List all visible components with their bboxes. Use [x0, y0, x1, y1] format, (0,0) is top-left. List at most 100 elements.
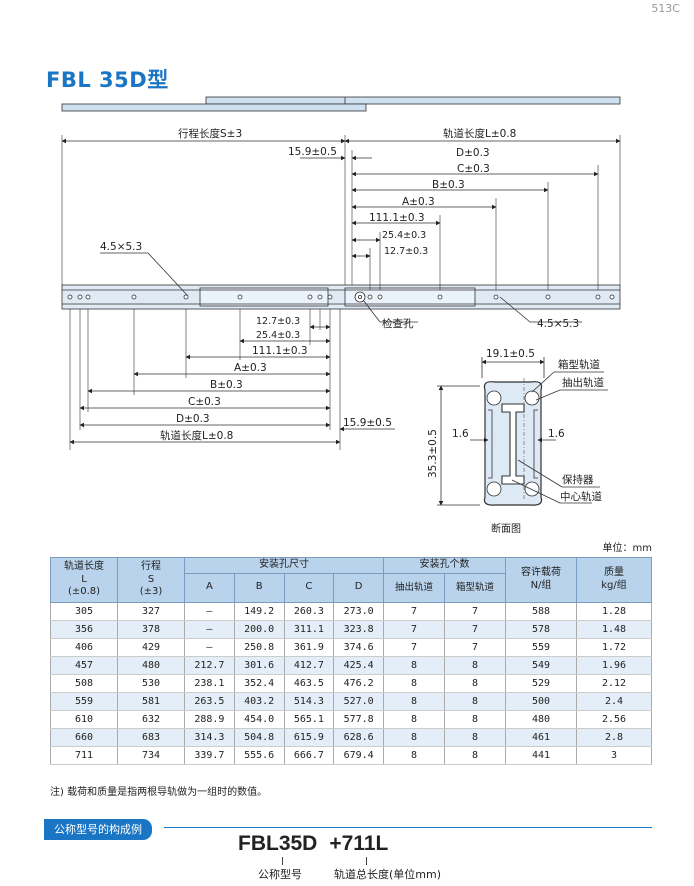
dim-a-bottom: A±0.3 — [234, 362, 267, 374]
table-cell: 339.7 — [184, 746, 235, 765]
table-cell: 314.3 — [184, 728, 235, 747]
dim-c-top: C±0.3 — [457, 163, 490, 175]
table-cell: 500 — [505, 692, 577, 711]
table-cell: 1.48 — [576, 620, 652, 639]
table-cell: 559 — [50, 692, 118, 711]
table-cell: 660 — [50, 728, 118, 747]
table-cell: 288.9 — [184, 710, 235, 729]
table-cell: 7 — [443, 602, 507, 621]
table-cell: 8 — [443, 656, 507, 675]
table-cell: 529 — [505, 674, 577, 693]
th-c: C — [283, 572, 335, 603]
table-cell: 441 — [505, 746, 577, 765]
table-cell: 1.28 — [576, 602, 652, 621]
table-cell: 374.6 — [333, 638, 384, 657]
dim-offset-top: 15.9±0.5 — [288, 146, 337, 158]
table-cell: 2.4 — [576, 692, 652, 711]
th-rail-length: 轨道长度 L (±0.8) — [50, 557, 118, 603]
model-section-heading: 公称型号的构成例 — [44, 818, 152, 840]
th-mount-dims: 安装孔尺寸 — [184, 557, 384, 574]
extended-rail-upper — [205, 96, 621, 105]
table-cell: 8 — [443, 746, 507, 765]
table-cell: 504.8 — [233, 728, 285, 747]
table-cell: 1.96 — [576, 656, 652, 675]
table-cell: 7 — [383, 602, 445, 621]
table-cell: 555.6 — [233, 746, 285, 765]
dim-rail-top: 轨道长度L±0.8 — [443, 127, 516, 140]
label-center-rail: 中心轨道 — [560, 490, 602, 503]
table-cell: 260.3 — [283, 602, 335, 621]
dim-offset-bottom: 15.9±0.5 — [343, 417, 392, 429]
table-cell: 679.4 — [333, 746, 384, 765]
section-caption: 断面图 — [491, 522, 521, 535]
label-draw-rail: 抽出轨道 — [562, 376, 604, 389]
table-cell: 610 — [50, 710, 118, 729]
table-cell: 327 — [117, 602, 185, 621]
table-cell: 3 — [576, 746, 652, 765]
table-cell: 263.5 — [184, 692, 235, 711]
table-cell: 8 — [383, 710, 445, 729]
model-tick-2 — [366, 857, 367, 865]
table-cell: 403.2 — [233, 692, 285, 711]
table-cell: 7 — [443, 638, 507, 657]
table-cell: 461 — [505, 728, 577, 747]
table-cell: 527.0 — [333, 692, 384, 711]
dim-b-bottom: B±0.3 — [210, 379, 243, 391]
table-cell: 514.3 — [283, 692, 335, 711]
dim-b-top: B±0.3 — [432, 179, 465, 191]
dim-254-top: 25.4±0.3 — [382, 230, 426, 241]
th-d: D — [333, 572, 384, 603]
th-stroke: 行程 S (±3) — [117, 557, 185, 603]
footnote: 注) 载荷和质量是指两根导轨做为一组时的数值。 — [50, 787, 268, 798]
unit-note: 单位：mm — [602, 543, 652, 554]
section-gap-right: 1.6 — [548, 428, 565, 440]
model-tick-1 — [282, 857, 283, 865]
table-cell: 615.9 — [283, 728, 335, 747]
table-cell: 8 — [383, 728, 445, 747]
table-cell: 301.6 — [233, 656, 285, 675]
table-cell: 429 — [117, 638, 185, 657]
table-cell: 149.2 — [233, 602, 285, 621]
table-cell: 549 — [505, 656, 577, 675]
table-cell: 7 — [383, 638, 445, 657]
dim-hole-top: 4.5×5.3 — [100, 241, 142, 253]
page-number: 513C — [651, 2, 680, 15]
th-load: 容许载荷 N/组 — [505, 557, 577, 603]
section-width: 19.1±0.5 — [486, 348, 535, 360]
th-b: B — [233, 572, 285, 603]
th-a: A — [184, 572, 235, 603]
table-cell: 7 — [383, 620, 445, 639]
table-cell: 200.0 — [233, 620, 285, 639]
spec-table: 轨道长度 L (±0.8) 行程 S (±3) 安装孔尺寸 安装孔个数 容许载荷… — [50, 557, 652, 765]
table-cell: 238.1 — [184, 674, 235, 693]
dim-stroke: 行程长度S±3 — [178, 127, 242, 140]
table-cell: 457 — [50, 656, 118, 675]
table-cell: 508 — [50, 674, 118, 693]
table-cell: 2.56 — [576, 710, 652, 729]
model-label-2: 轨道总长度(单位mm) — [334, 868, 442, 881]
dim-d-bottom: D±0.3 — [176, 413, 210, 425]
section-gap-left: 1.6 — [452, 428, 469, 440]
table-cell: 8 — [383, 692, 445, 711]
label-box-rail: 箱型轨道 — [558, 358, 600, 371]
model-part-2: +711L — [329, 832, 389, 855]
table-cell: 577.8 — [333, 710, 384, 729]
table-cell: 8 — [443, 674, 507, 693]
table-cell: 476.2 — [333, 674, 384, 693]
table-cell: 711 — [50, 746, 118, 765]
model-label-1: 公称型号 — [258, 868, 302, 881]
table-cell: 8 — [443, 728, 507, 747]
dim-254-bottom: 25.4±0.3 — [256, 330, 300, 341]
table-cell: 378 — [117, 620, 185, 639]
table-cell: 734 — [117, 746, 185, 765]
table-cell: 480 — [505, 710, 577, 729]
table-cell: 250.8 — [233, 638, 285, 657]
table-cell: 361.9 — [283, 638, 335, 657]
table-cell: 8 — [443, 710, 507, 729]
table-cell: 425.4 — [333, 656, 384, 675]
